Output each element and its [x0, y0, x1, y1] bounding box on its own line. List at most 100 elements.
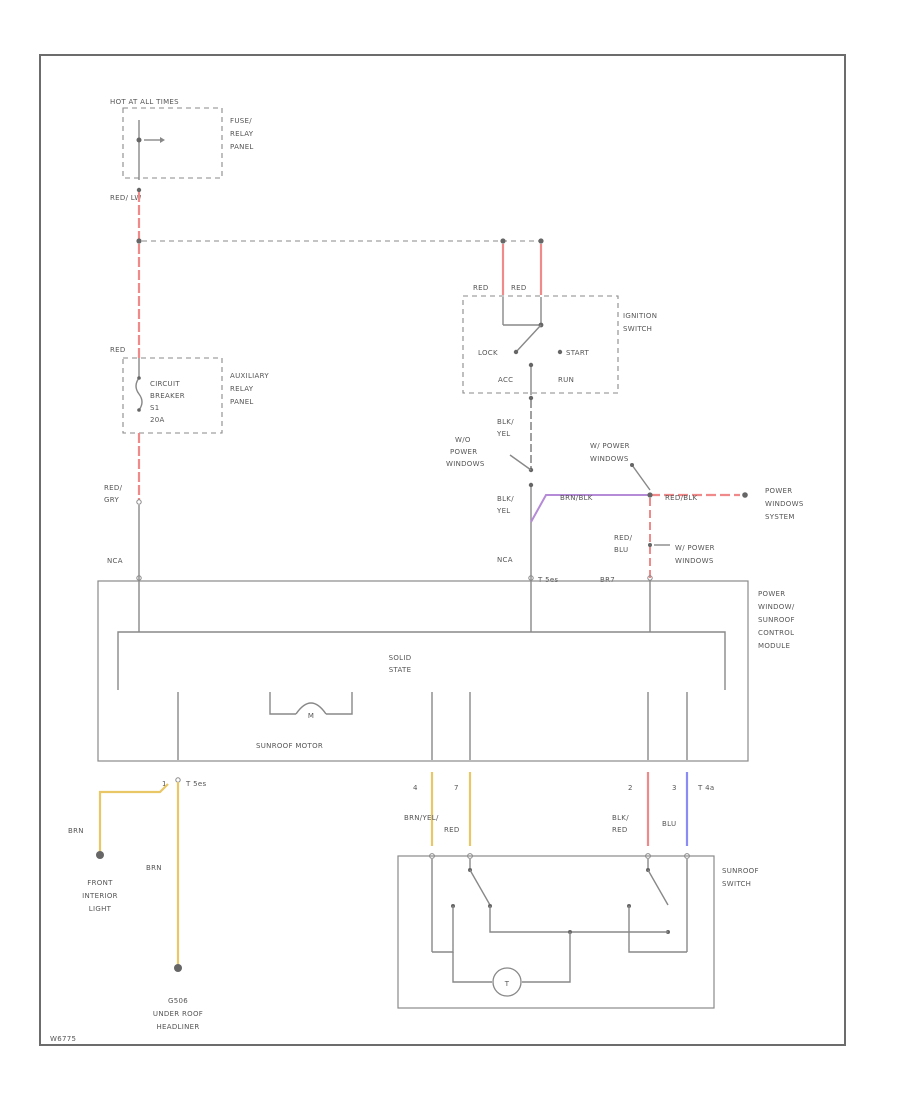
- wo-pw-label-2: POWER: [450, 448, 477, 456]
- pw-junction-node: [647, 492, 653, 498]
- aux-label-3: PANEL: [230, 398, 254, 406]
- ign-out-node: [528, 395, 534, 401]
- ign-node-acc: [528, 362, 534, 368]
- pin-mid-node: [647, 575, 653, 581]
- fuse-relay-label-3: PANEL: [230, 143, 254, 151]
- blk-yel-a-label-2: YEL: [496, 430, 511, 438]
- aux-label-2: RELAY: [230, 385, 254, 393]
- brn-a-label: BRN: [68, 827, 84, 835]
- t-left-pin-label: T 5es: [537, 576, 558, 584]
- sw-blade-right: [647, 869, 669, 906]
- brn-b-label: BRN: [146, 864, 162, 872]
- violet-wire: [530, 494, 650, 523]
- t-right-pin-label: T 4a: [697, 784, 714, 792]
- fuse-relay-panel-box: [122, 107, 223, 179]
- sw-pin-7: [467, 853, 473, 859]
- sunroof-motor-symbol: [269, 692, 353, 715]
- blk-yel-b-label-1: BLK/: [497, 495, 514, 503]
- sw-bus-top: [489, 906, 668, 933]
- front-label-2: INTERIOR: [82, 892, 118, 900]
- w-pw-top-label-2: WINDOWS: [590, 455, 629, 463]
- ground-label-2: UNDER ROOF: [153, 1010, 203, 1018]
- red-gry-label-2: GRY: [104, 496, 119, 504]
- pin-1-label: 1: [162, 780, 167, 788]
- ground-node: [174, 964, 182, 972]
- sw-lamp-symbol: [492, 967, 522, 997]
- ign-node-lock: [513, 349, 519, 355]
- ign-run-label: RUN: [558, 376, 574, 384]
- t-bottom-pin-label: T 5es: [185, 780, 206, 788]
- brn-yel-label-2: RED: [444, 826, 460, 834]
- outer-frame: [39, 54, 846, 1046]
- sunroof-motor-m: M: [308, 712, 314, 720]
- fuse-relay-label-2: RELAY: [230, 130, 254, 138]
- w-pw-top-switch: [631, 464, 651, 491]
- brn-branch-wire: [98, 783, 169, 852]
- blk-red-label-2: RED: [612, 826, 628, 834]
- footer-code: W6775: [50, 1035, 76, 1043]
- cb-label-4: 20A: [150, 416, 165, 424]
- red-gry-node: [136, 499, 142, 505]
- pin-3-label: 3: [672, 784, 677, 792]
- front-label-3: LIGHT: [89, 905, 112, 913]
- pin-2-label: 2: [628, 784, 633, 792]
- sw-blade-left: [469, 869, 491, 906]
- front-light-node: [96, 851, 104, 859]
- control-module-box: [97, 580, 749, 762]
- red-label-a: RED: [473, 284, 489, 292]
- ign-start-label: START: [566, 349, 590, 357]
- sw-lamp-t: T: [504, 980, 510, 988]
- cb-node-top: [137, 376, 141, 380]
- blk-red-label-1: BLK/: [612, 814, 629, 822]
- module-label-2: WINDOW/: [758, 603, 795, 611]
- cb-label-1: CIRCUIT: [150, 380, 180, 388]
- junction-node-left: [136, 238, 142, 244]
- blk-yel-a-label-1: BLK/: [497, 418, 514, 426]
- ground-label-3: HEADLINER: [156, 1023, 199, 1031]
- pws-node: [742, 492, 748, 498]
- pin-4-label: 4: [413, 784, 418, 792]
- w-pw-bot-label-1: W/ POWER: [675, 544, 715, 552]
- sw-bus-right: [628, 906, 687, 953]
- ign-lock-label: LOCK: [478, 349, 498, 357]
- red-top-label: RED: [110, 346, 126, 354]
- solid-state-label-1: SOLID: [389, 654, 412, 662]
- front-label-1: FRONT: [87, 879, 113, 887]
- hot-at-all-times-label: HOT AT ALL TIMES: [110, 98, 179, 106]
- wo-pw-switch: [509, 454, 532, 471]
- red-blu-label-1: RED/: [614, 534, 633, 542]
- nca-mid-node: [528, 575, 534, 581]
- sunroof-switch-box: [397, 855, 715, 1009]
- junction-node-ign-b: [538, 238, 544, 244]
- module-label-3: SUNROOF: [758, 616, 795, 624]
- module-label-1: POWER: [758, 590, 785, 598]
- w-pw-bot-label-2: WINDOWS: [675, 557, 714, 565]
- solid-state-label-2: STATE: [389, 666, 412, 674]
- cb-label-2: BREAKER: [150, 392, 185, 400]
- fuse-arrowhead: [160, 137, 165, 143]
- aux-relay-panel-box: [122, 357, 223, 434]
- solid-state-bracket: [117, 631, 726, 690]
- cb-node-bot: [137, 408, 141, 412]
- fuse-out-node: [136, 187, 142, 193]
- aux-label-1: AUXILIARY: [230, 372, 269, 380]
- violet-label-b: RED/BLK: [665, 494, 698, 502]
- ignition-label-2: SWITCH: [623, 325, 652, 333]
- fuse-relay-label-1: FUSE/: [230, 117, 252, 125]
- w-pw-top-label-1: W/ POWER: [590, 442, 630, 450]
- w-pw-top-node: [630, 463, 634, 467]
- cb-element: [135, 377, 143, 411]
- wo-pw-label-1: W/O: [455, 436, 471, 444]
- red-lw-label: RED/ LW: [110, 194, 142, 202]
- pws-label-2: WINDOWS: [765, 500, 804, 508]
- sunroof-switch-label-1: SUNROOF: [722, 867, 759, 875]
- blu-label: BLU: [662, 820, 676, 828]
- brn-yel-label-1: BRN/YEL/: [404, 814, 439, 822]
- violet-label-a: BRN/BLK: [560, 494, 593, 502]
- pws-label-1: POWER: [765, 487, 792, 495]
- ign-acc-label: ACC: [498, 376, 513, 384]
- pin-mid-label: BR7: [600, 576, 615, 584]
- red-gry-label-1: RED/: [104, 484, 123, 492]
- nca-mid-label: NCA: [497, 556, 513, 564]
